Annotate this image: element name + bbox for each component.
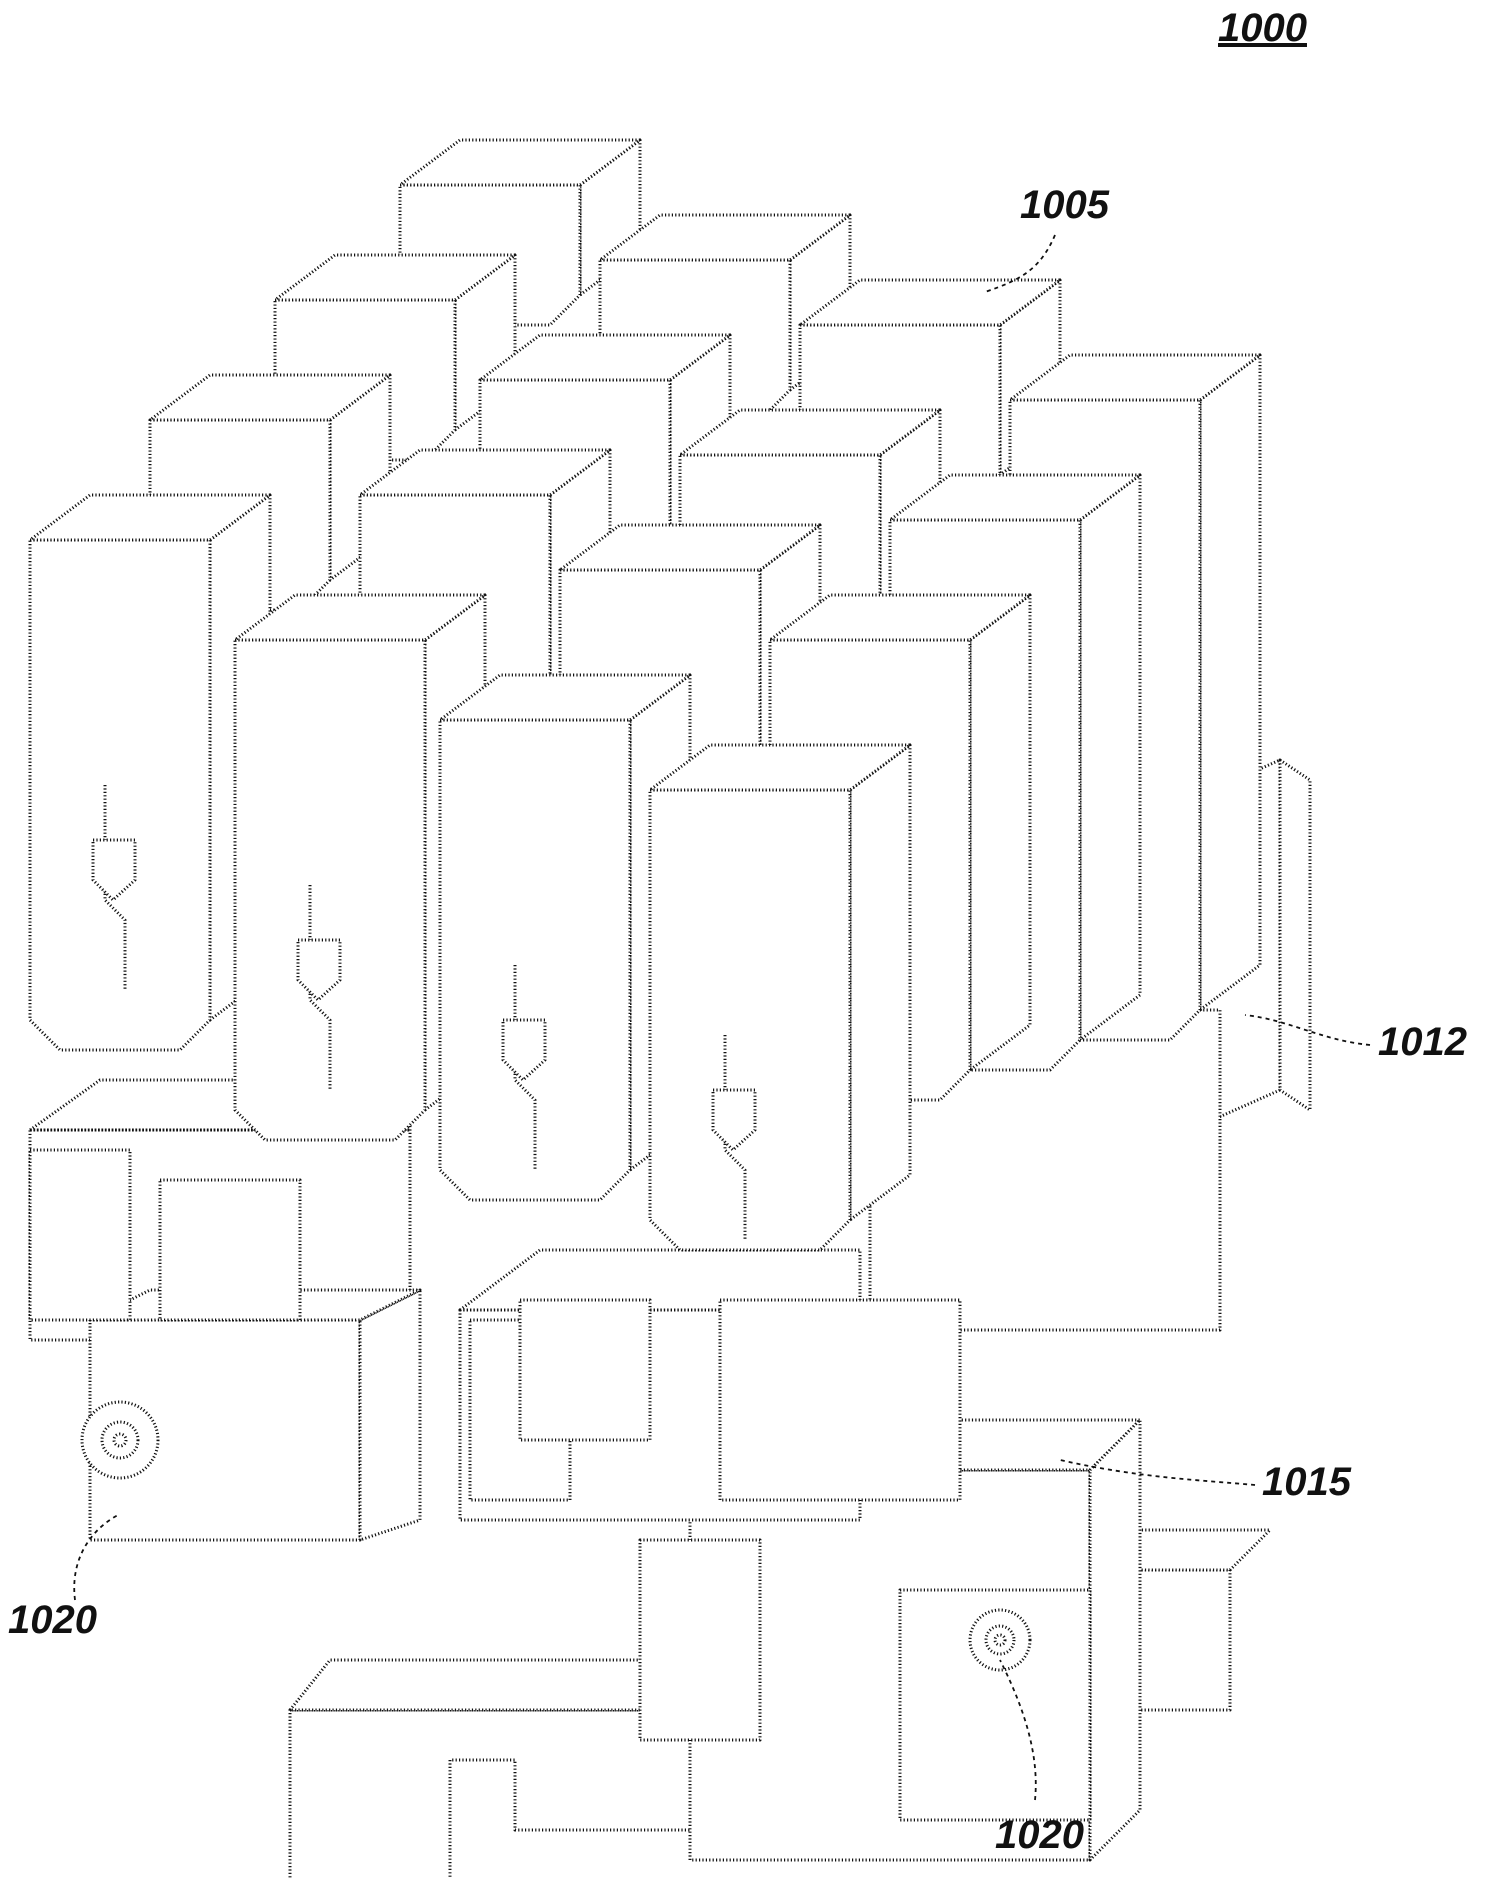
tray-middle-window: [520, 1300, 650, 1440]
module-assembly: [30, 140, 1310, 1878]
label-1012: 1012: [1378, 1022, 1467, 1062]
tray-right-end: [720, 1300, 960, 1500]
label-1020-right: 1020: [995, 1815, 1084, 1855]
upper-frame-edge: [1280, 760, 1310, 1110]
tray-left-window: [160, 1180, 300, 1320]
label-1015: 1015: [1262, 1462, 1351, 1502]
pivot-hole-right: [995, 1635, 1005, 1645]
figure-number: 1000: [1218, 8, 1307, 48]
pivot-block-left-side: [360, 1290, 420, 1540]
tray-middle-leg: [640, 1540, 760, 1740]
label-1005: 1005: [1020, 185, 1109, 225]
label-1020-left: 1020: [8, 1600, 97, 1640]
tray-left-post: [30, 1150, 130, 1320]
base-foot-left: [290, 1710, 700, 1878]
cartridge-block-r4-c4-side: [850, 745, 910, 1220]
cartridge-block-r3-c4-side: [970, 595, 1030, 1070]
cartridge-block-r1-c4-side: [1200, 355, 1260, 1010]
cartridge-block-r4-c1-front: [30, 540, 210, 1050]
lower-frame-side: [1090, 1420, 1140, 1860]
pivot-hole-left: [114, 1434, 126, 1446]
cartridge-block-r4-c4-front: [650, 790, 850, 1250]
cartridge-block-r2-c4-side: [1080, 475, 1140, 1040]
